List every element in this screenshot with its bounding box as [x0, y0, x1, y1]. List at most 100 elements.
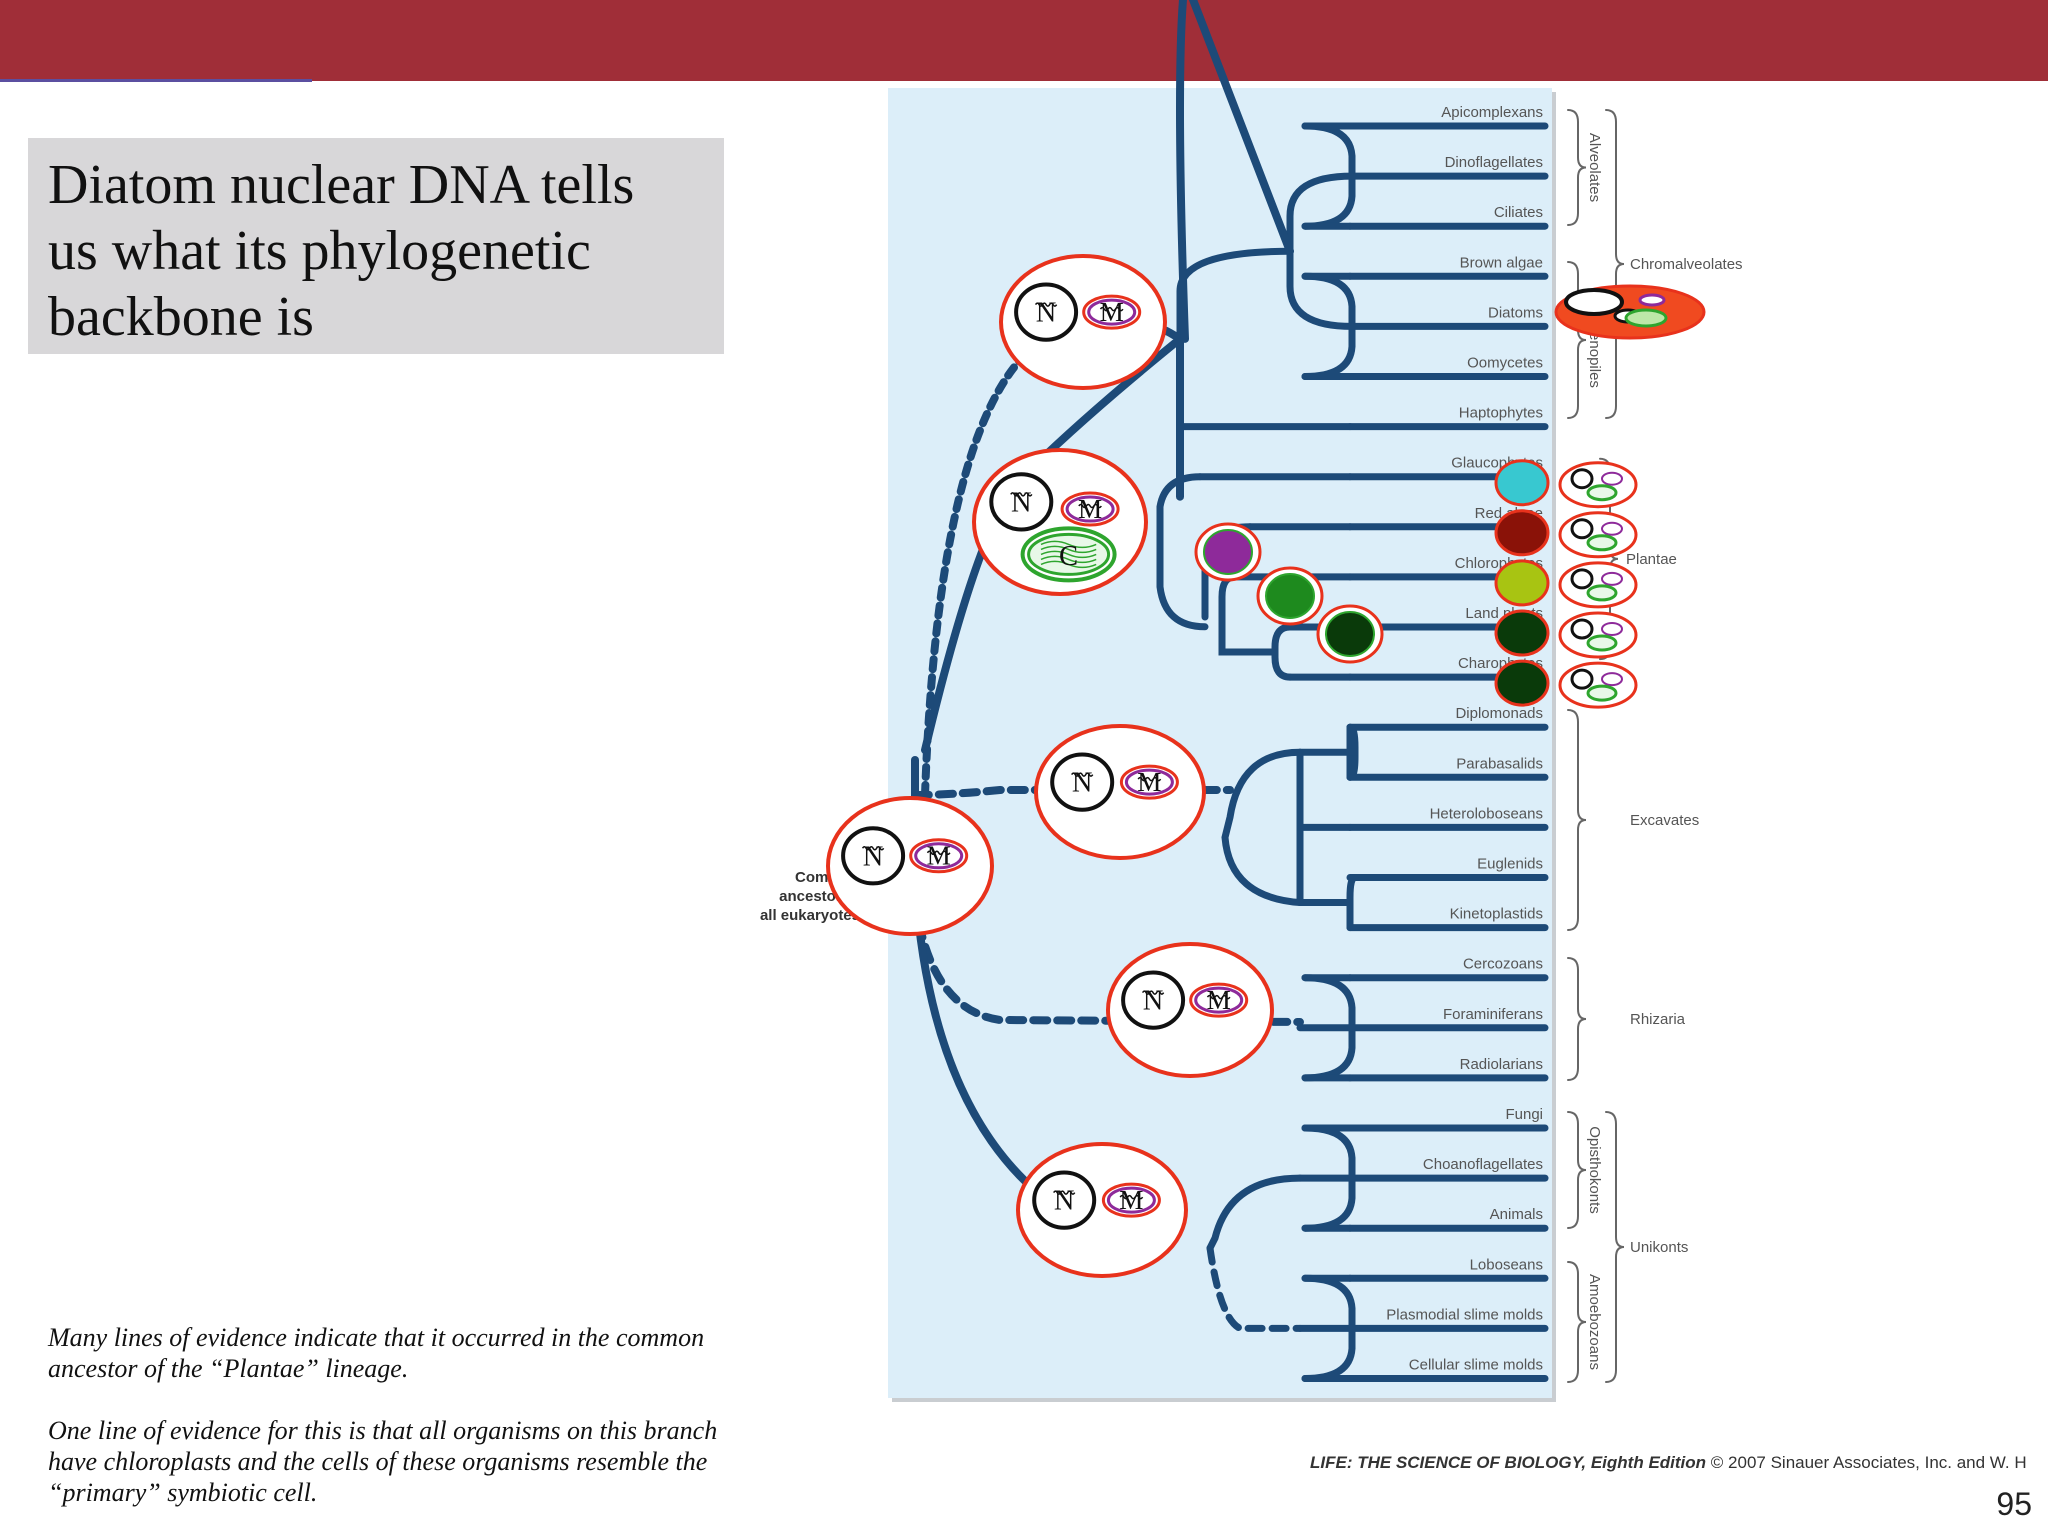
credit-copyright: © 2007 Sinauer Associates, Inc. and W. H — [1710, 1453, 2027, 1472]
opisthokonts-label: Opisthokonts — [1586, 1126, 1603, 1214]
mitochondrion-inner — [914, 842, 964, 870]
plastid-marker — [1494, 609, 1550, 657]
plastid-marker — [1494, 559, 1550, 607]
tree-panel — [888, 88, 1552, 1398]
mini-mitochondrion — [1601, 571, 1623, 586]
dna-strand — [926, 850, 951, 856]
nucleus-label: N — [1011, 487, 1032, 518]
mitochondrion-inner — [1194, 986, 1244, 1014]
excavates-brace — [1567, 709, 1587, 931]
nucleus — [1050, 752, 1115, 812]
dna-strand — [1099, 306, 1124, 312]
thylakoid — [1040, 545, 1097, 554]
plastid-node — [1325, 611, 1375, 657]
mini-chloroplast — [1586, 484, 1618, 502]
dashed-excavates — [911, 786, 1234, 799]
mini-nucleus — [1570, 668, 1594, 690]
nucleus-label: N — [1036, 298, 1057, 329]
taxon-label: Diplomonads — [1455, 705, 1543, 722]
mini-mitochondrion — [1601, 521, 1623, 536]
excavate-join — [1221, 748, 1304, 907]
taxon-label: Euglenids — [1477, 856, 1543, 873]
mitochondrion-label: M — [1078, 494, 1102, 524]
mini-plant-cell — [1558, 561, 1638, 609]
rhizaria-brace — [1567, 957, 1587, 1081]
note-paragraph-2: One line of evidence for this is that al… — [48, 1416, 718, 1507]
title-box: Diatom nuclear DNA tells us what its phy… — [28, 138, 724, 354]
mitochondrion-inner — [1124, 768, 1174, 796]
taxon-label: Ciliates — [1494, 204, 1543, 221]
mini-plant-cell — [1558, 511, 1638, 559]
taxon-label: Loboseans — [1470, 1256, 1543, 1273]
mini-mitochondrion — [1601, 672, 1623, 687]
plastid-node — [1265, 573, 1315, 619]
mini-chloroplast — [1586, 684, 1618, 702]
diatom-secondary-endosymbiont — [1554, 284, 1706, 340]
dna-strand — [1119, 1194, 1144, 1200]
nucleus — [1121, 970, 1186, 1030]
mini-nucleus — [1570, 468, 1594, 490]
nucleus-label: N — [1143, 986, 1164, 1017]
nucleus-label: N — [1072, 768, 1093, 799]
chromalveolates-brace — [1605, 109, 1625, 419]
mini-plant-cell — [1558, 611, 1638, 659]
eukaryote-cell-plantae: N MC — [972, 448, 1148, 596]
thylakoid — [1040, 560, 1097, 569]
dna-strand — [1137, 776, 1162, 782]
mini-mitochondrion — [1601, 622, 1623, 636]
plastid-marker — [1494, 509, 1550, 557]
unikont-join — [1206, 1174, 1304, 1252]
taxon-label: Fungi — [1505, 1106, 1543, 1123]
top-banner — [0, 0, 2048, 81]
excavates-label: Excavates — [1630, 812, 1699, 829]
taxon-label: Parabasalids — [1456, 755, 1543, 772]
chloroplast-label: C — [1059, 541, 1078, 572]
mini-chloroplast — [1586, 534, 1618, 552]
mini-nucleus — [1570, 568, 1594, 590]
taxon-label: Plasmodial slime molds — [1386, 1306, 1543, 1323]
mitochondrion-inner — [1087, 298, 1137, 326]
alveolates-label: Alveolates — [1586, 133, 1603, 202]
mitochondrion-label: M — [1100, 297, 1124, 327]
unikont-dashed-join — [1206, 1244, 1304, 1332]
mini-nucleus — [1570, 618, 1594, 640]
mini-plant-cell — [1558, 661, 1638, 709]
taxon-label: Heteroloboseans — [1430, 805, 1543, 822]
note-paragraph-1: Many lines of evidence indicate that it … — [48, 1323, 705, 1383]
taxon-label: Foraminiferans — [1443, 1006, 1543, 1023]
mini-chloroplast — [1586, 634, 1618, 652]
mini-mitochondrion — [1601, 471, 1623, 486]
unikonts-brace — [1605, 1111, 1625, 1383]
dna-strand — [1141, 990, 1165, 995]
unikonts-label: Unikonts — [1630, 1239, 1688, 1256]
alveolates-brace — [1567, 109, 1587, 226]
taxon-label: Apicomplexans — [1441, 104, 1543, 121]
dna-strand — [1053, 1190, 1076, 1195]
taxon-label: Kinetoplastids — [1450, 906, 1543, 923]
diatom-mitochondrion — [1638, 293, 1666, 307]
amoebozoans-brace — [1567, 1261, 1587, 1383]
taxon-label: Cercozoans — [1463, 956, 1543, 973]
diatom-host-nucleus — [1564, 288, 1624, 316]
nucleus-label: N — [863, 841, 884, 872]
notes: Many lines of evidence indicate that it … — [48, 1322, 728, 1508]
thylakoid — [1040, 550, 1097, 559]
taxon-label: Diatoms — [1488, 304, 1543, 321]
dna-strand — [1206, 994, 1231, 1000]
nucleus — [841, 826, 906, 886]
mini-nucleus — [1570, 518, 1594, 540]
dna-strand — [1034, 302, 1058, 307]
mitochondrion-label: M — [927, 841, 951, 871]
nucleus-label: N — [1054, 1186, 1075, 1217]
backbone-chromalveolates-top — [1176, 0, 1294, 343]
nucleus — [1014, 282, 1079, 342]
mitochondrion-inner — [1065, 495, 1115, 523]
taxon-label: Brown algae — [1460, 254, 1543, 271]
mini-chloroplast — [1586, 584, 1618, 602]
chromalveolates-label: Chromalveolates — [1630, 256, 1743, 273]
excavate-join — [1296, 748, 1354, 831]
